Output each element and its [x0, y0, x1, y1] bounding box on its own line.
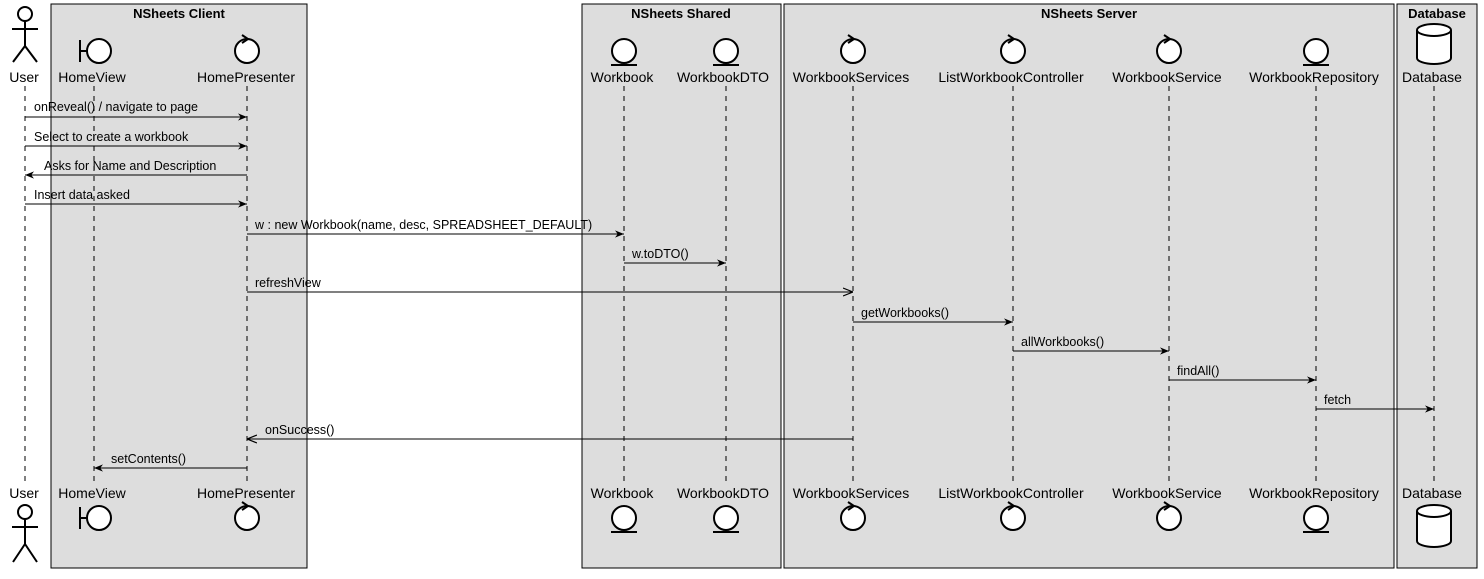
message-label: getWorkbooks() — [861, 306, 949, 320]
participant-name-workbookservices: WorkbookServices — [793, 485, 909, 501]
message-on-reveal: onReveal() / navigate to page — [25, 100, 247, 121]
workbookservice-control-icon — [1156, 501, 1182, 531]
message-fetch: fetch — [1316, 393, 1434, 413]
message-label: setContents() — [111, 452, 186, 466]
message-label: Asks for Name and Description — [44, 159, 216, 173]
message-select-create: Select to create a workbook — [25, 130, 247, 150]
homeview-boundary-icon — [79, 505, 112, 531]
message-label: Select to create a workbook — [34, 130, 189, 144]
workbookservices-control-icon — [840, 34, 866, 64]
message-label: onSuccess() — [265, 423, 334, 437]
homeview-boundary-icon — [79, 38, 112, 64]
participant-name-homeview: HomeView — [58, 485, 126, 501]
workbookrepository-entity-icon — [1303, 38, 1329, 66]
participant-name-workbook: Workbook — [591, 485, 655, 501]
participant-name-homeview: HomeView — [58, 69, 126, 85]
homepresenter-control-icon — [234, 501, 260, 531]
message-set-contents: setContents() — [94, 452, 247, 472]
workbook-entity-icon — [611, 505, 637, 533]
participant-name-listworkbookcontroller: ListWorkbookController — [938, 485, 1084, 501]
box-title: NSheets Shared — [631, 6, 731, 21]
participant-name-homepresenter: HomePresenter — [197, 69, 295, 85]
message-label: w : new Workbook(name, desc, SPREADSHEET… — [254, 218, 592, 232]
message-to-dto: w.toDTO() — [624, 247, 726, 267]
message-get-workbooks: getWorkbooks() — [853, 306, 1013, 326]
message-on-success: onSuccess() — [247, 423, 853, 439]
participant-name-workbookservice: WorkbookService — [1112, 69, 1222, 85]
box-database: Database — [1396, 3, 1478, 569]
database-cylinder-icon — [1416, 504, 1452, 548]
message-label: w.toDTO() — [631, 247, 689, 261]
listworkbookcontroller-control-icon — [1000, 501, 1026, 531]
workbookdto-entity-icon — [713, 38, 739, 66]
workbookservices-control-icon — [840, 501, 866, 531]
participant-name-workbookservices: WorkbookServices — [793, 69, 909, 85]
message-label: onReveal() / navigate to page — [34, 100, 198, 114]
database-cylinder-icon — [1416, 23, 1452, 65]
box-title: NSheets Server — [1041, 6, 1137, 21]
box-server: NSheets Server — [783, 3, 1395, 569]
message-refresh-view: refreshView — [247, 276, 853, 292]
participant-name-workbookrepository: WorkbookRepository — [1249, 485, 1379, 501]
user-actor-icon — [12, 6, 38, 63]
box-title: Database — [1408, 6, 1466, 21]
box-title: NSheets Client — [133, 6, 225, 21]
participant-name-user: User — [9, 485, 39, 501]
participant-name-workbookservice: WorkbookService — [1112, 485, 1222, 501]
message-label: Insert data asked — [34, 188, 130, 202]
message-label: fetch — [1324, 393, 1351, 407]
participant-name-workbookdto: WorkbookDTO — [677, 485, 769, 501]
listworkbookcontroller-control-icon — [1000, 34, 1026, 64]
workbookdto-entity-icon — [713, 505, 739, 533]
message-asks-name: Asks for Name and Description — [25, 159, 247, 179]
message-insert-data: Insert data asked — [25, 188, 247, 208]
message-label: allWorkbooks() — [1021, 335, 1104, 349]
message-label: refreshView — [255, 276, 322, 290]
box-shared: NSheets Shared — [581, 3, 782, 569]
participant-name-user: User — [9, 69, 39, 85]
participant-name-database: Database — [1402, 69, 1462, 85]
workbookrepository-entity-icon — [1303, 505, 1329, 533]
workbook-entity-icon — [611, 38, 637, 66]
participant-name-workbookrepository: WorkbookRepository — [1249, 69, 1379, 85]
participant-name-listworkbookcontroller: ListWorkbookController — [938, 69, 1084, 85]
homepresenter-control-icon — [234, 34, 260, 64]
message-new-workbook: w : new Workbook(name, desc, SPREADSHEET… — [247, 218, 624, 238]
participant-name-workbookdto: WorkbookDTO — [677, 69, 769, 85]
participant-name-database: Database — [1402, 485, 1462, 501]
participant-name-workbook: Workbook — [591, 69, 655, 85]
message-all-workbooks: allWorkbooks() — [1013, 335, 1169, 355]
message-label: findAll() — [1177, 364, 1219, 378]
participant-name-homepresenter: HomePresenter — [197, 485, 295, 501]
message-find-all: findAll() — [1169, 364, 1316, 384]
workbookservice-control-icon — [1156, 34, 1182, 64]
user-actor-icon — [12, 504, 38, 563]
